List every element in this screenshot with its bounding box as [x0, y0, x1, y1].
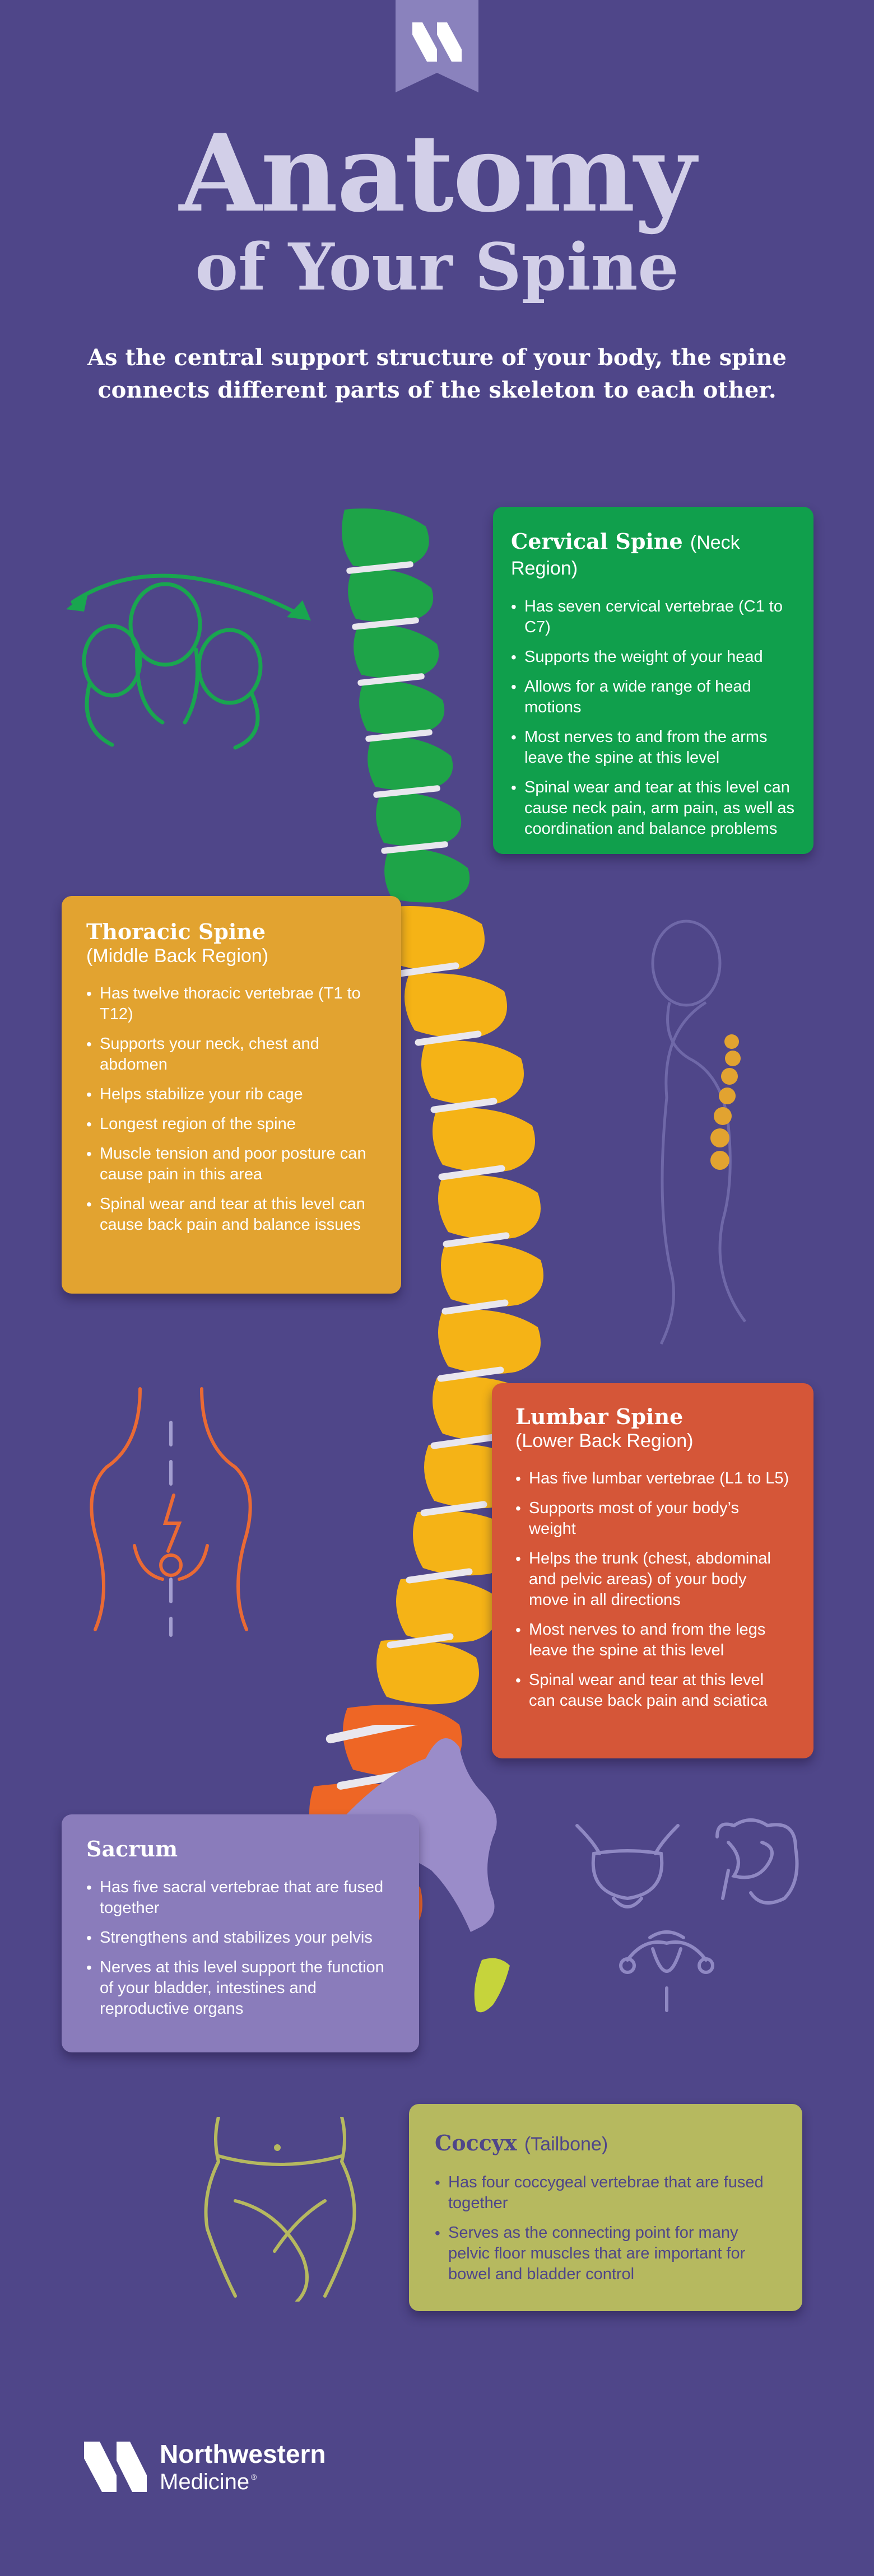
pelvis-icon [204, 2117, 356, 2302]
thoracic-subtitle: (Middle Back Region) [86, 945, 269, 967]
list-item: Has seven cervical vertebrae (C1 to C7) [511, 596, 796, 638]
pelvic-organs-icon [575, 1818, 799, 2012]
list-item: Helps stabilize your rib cage [86, 1084, 376, 1105]
list-item: Has four coccygeal vertebrae that are fu… [435, 2172, 777, 2214]
footer-logo: Northwestern Medicine ® [84, 2439, 326, 2494]
list-item: Allows for a wide range of head motions [511, 676, 796, 718]
page-title: Anatomy [179, 111, 696, 236]
cervical-subtitle: (Neck Region) [511, 532, 740, 579]
body-spine-icon [651, 920, 747, 1345]
list-item: Muscle tension and poor posture can caus… [86, 1144, 376, 1185]
list-item: Supports most of your body’s weight [515, 1498, 790, 1539]
head-rotation-icon [66, 573, 311, 750]
thoracic-title: Thoracic Spine (Middle Back Region) [86, 920, 376, 968]
list-item: Spinal wear and tear at this level can c… [515, 1670, 790, 1711]
lower-back-pain-icon [90, 1387, 252, 1637]
list-item: Most nerves to and from the legs leave t… [515, 1620, 790, 1661]
coccyx-title-text: Coccyx [435, 2130, 517, 2155]
list-item: Helps the trunk (chest, abdominal and pe… [515, 1548, 790, 1611]
thoracic-title-text: Thoracic Spine [86, 919, 266, 944]
list-item: Nerves at this level support the functio… [86, 1957, 394, 2019]
thoracic-vertebrae [376, 906, 543, 1705]
lumbar-list: Has five lumbar vertebrae (L1 to L5) Sup… [515, 1468, 790, 1711]
list-item: Spinal wear and tear at this level can c… [511, 777, 796, 839]
sacrum-card: Sacrum Has five sacral vertebrae that ar… [62, 1814, 419, 2052]
list-item: Has five lumbar vertebrae (L1 to L5) [515, 1468, 790, 1489]
list-item: Longest region of the spine [86, 1114, 376, 1135]
cervical-title-text: Cervical Spine [511, 529, 683, 554]
list-item: Spinal wear and tear at this level can c… [86, 1194, 376, 1235]
page-subtitle: of Your Spine [195, 230, 679, 305]
svg-text:®: ® [251, 2472, 257, 2481]
list-item: Has twelve thoracic vertebrae (T1 to T12… [86, 983, 376, 1025]
lumbar-spine-card: Lumbar Spine (Lower Back Region) Has fiv… [492, 1383, 813, 1758]
coccyx-list: Has four coccygeal vertebrae that are fu… [435, 2172, 777, 2285]
lumbar-title: Lumbar Spine (Lower Back Region) [515, 1404, 790, 1453]
coccyx-title: Coccyx (Tailbone) [435, 2131, 777, 2157]
sacrum-title: Sacrum [86, 1836, 178, 1861]
cervical-spine-card: Cervical Spine (Neck Region) Has seven c… [493, 507, 813, 854]
cervical-vertebrae [342, 508, 470, 903]
list-item: Strengthens and stabilizes your pelvis [86, 1928, 394, 1948]
lumbar-subtitle: (Lower Back Region) [515, 1430, 694, 1452]
list-item: Has five sacral vertebrae that are fused… [86, 1877, 394, 1919]
coccyx-subtitle: (Tailbone) [524, 2134, 608, 2155]
thoracic-spine-card: Thoracic Spine (Middle Back Region) Has … [62, 896, 401, 1294]
brand-name-line1: Northwestern [160, 2439, 326, 2468]
list-item: Serves as the connecting point for many … [435, 2223, 777, 2285]
cervical-title: Cervical Spine (Neck Region) [511, 529, 796, 581]
coccyx-card: Coccyx (Tailbone) Has four coccygeal ver… [409, 2104, 802, 2311]
lumbar-title-text: Lumbar Spine [515, 1404, 684, 1429]
list-item: Supports your neck, chest and abdomen [86, 1034, 376, 1075]
list-item: Most nerves to and from the arms leave t… [511, 727, 796, 768]
nm-logo-icon [84, 2442, 147, 2492]
intro-text: As the central support structure of your… [87, 344, 787, 403]
cervical-list: Has seven cervical vertebrae (C1 to C7) … [511, 596, 796, 839]
thoracic-list: Has twelve thoracic vertebrae (T1 to T12… [86, 983, 376, 1235]
nm-monogram-icon [396, 0, 478, 92]
brand-name-line2: Medicine [160, 2470, 249, 2494]
list-item: Supports the weight of your head [511, 647, 796, 668]
sacrum-list: Has five sacral vertebrae that are fused… [86, 1877, 394, 2019]
